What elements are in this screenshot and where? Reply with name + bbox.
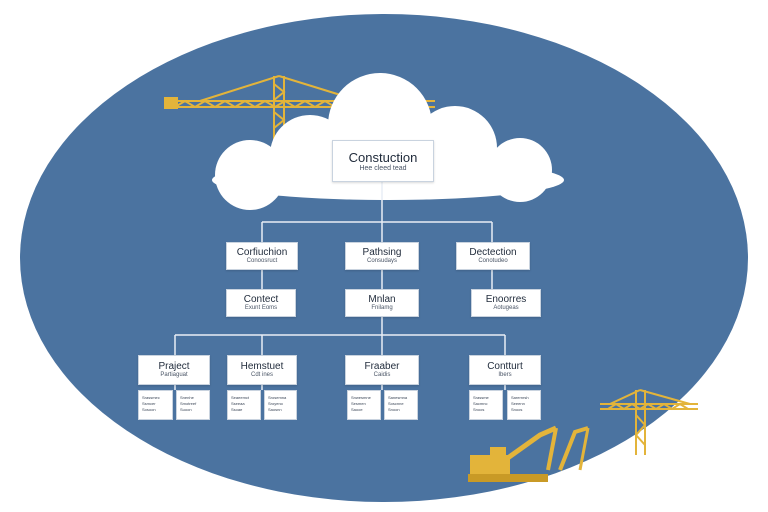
detail-line: Ssmcer: [142, 401, 156, 406]
node-subtitle: Aotugeas: [493, 305, 519, 311]
node-title: Fraaber: [364, 361, 400, 372]
level3-node-1[interactable]: Praject Partiaguat: [138, 355, 210, 385]
level1-node-1[interactable]: Corfiuchion Conoosruct: [226, 242, 298, 270]
node-title: Contect: [243, 294, 279, 305]
detail-line: Saosnn: [268, 407, 282, 412]
level2-node-3[interactable]: Enoorres Aotugeas: [471, 289, 541, 317]
detail-card-6[interactable]: Sanesmna Soscnne Snoon: [384, 390, 418, 420]
level1-node-2[interactable]: Pathsing Consudays: [345, 242, 419, 270]
detail-line: Sroyeno: [268, 401, 283, 406]
node-title: Mnlan: [368, 294, 396, 305]
node-subtitle: Conotudeo: [478, 258, 508, 264]
detail-line: Snenhe: [180, 395, 194, 400]
node-title: Hemstuet: [240, 361, 284, 372]
detail-card-5[interactable]: Snwesmne Sesmen Saooe: [347, 390, 381, 420]
root-subtitle: Hee cleed tead: [359, 165, 407, 172]
node-title: Contturt: [487, 361, 523, 372]
detail-line: Ssoae: [231, 407, 243, 412]
detail-card-3[interactable]: Seaeemct Sseeaa Ssoae: [227, 390, 261, 420]
detail-line: Sseeaa: [231, 401, 245, 406]
detail-line: Sosoon: [142, 407, 156, 412]
detail-line: Sanesmna: [388, 395, 408, 400]
node-subtitle: Consudays: [366, 258, 398, 264]
detail-line: Snoos: [473, 407, 485, 412]
detail-line: Sacmnc: [473, 401, 488, 406]
node-title: Praject: [158, 361, 190, 372]
crane-bottom-right-icon: [600, 389, 698, 455]
detail-line: Srosemna: [268, 395, 287, 400]
node-title: Pathsing: [362, 247, 402, 258]
detail-line: Smotreef: [180, 401, 197, 406]
node-subtitle: Cdt ines: [250, 372, 273, 378]
detail-line: Srassmec: [142, 395, 160, 400]
node-title: Corfiuchion: [236, 247, 288, 258]
node-subtitle: Ibers: [498, 372, 512, 378]
node-subtitle: Exunt Eoms: [244, 305, 278, 311]
detail-card-4[interactable]: Srosemna Sroyeno Saosnn: [264, 390, 297, 420]
detail-line: Saooe: [351, 407, 363, 412]
level3-node-4[interactable]: Contturt Ibers: [469, 355, 541, 385]
node-title: Dectection: [469, 247, 517, 258]
detail-line: Suoon: [180, 407, 192, 412]
node-title: Enoorres: [485, 294, 527, 305]
node-subtitle: Caidis: [373, 372, 391, 378]
level2-node-1[interactable]: Contect Exunt Eoms: [226, 289, 296, 317]
excavator-icon: [468, 425, 590, 482]
node-subtitle: Conoosruct: [246, 258, 278, 264]
node-subtitle: Fnilamg: [371, 305, 393, 311]
detail-line: Snwesmne: [351, 395, 371, 400]
level2-node-2[interactable]: Mnlan Fnilamg: [345, 289, 419, 317]
root-title: Constuction: [348, 150, 418, 165]
detail-line: Seaeemct: [231, 395, 250, 400]
root-node[interactable]: Constuction Hee cleed tead: [332, 140, 434, 182]
detail-line: Seeenn: [511, 401, 525, 406]
detail-line: Srassme: [473, 395, 489, 400]
detail-card-7[interactable]: Srassme Sacmnc Snoos: [469, 390, 503, 420]
detail-card-8[interactable]: Sarernrsh Seeenn Snoos: [507, 390, 541, 420]
level3-node-2[interactable]: Hemstuet Cdt ines: [227, 355, 297, 385]
detail-card-1[interactable]: Srassmec Ssmcer Sosoon: [138, 390, 173, 420]
detail-card-2[interactable]: Snenhe Smotreef Suoon: [176, 390, 210, 420]
level3-node-3[interactable]: Fraaber Caidis: [345, 355, 419, 385]
node-subtitle: Partiaguat: [160, 372, 188, 378]
connector-lines: [174, 182, 506, 390]
detail-line: Sesmen: [351, 401, 366, 406]
level1-node-3[interactable]: Dectection Conotudeo: [456, 242, 530, 270]
detail-line: Sarernrsh: [511, 395, 529, 400]
detail-line: Snoon: [388, 407, 400, 412]
detail-line: Soscnne: [388, 401, 404, 406]
detail-line: Snoos: [511, 407, 523, 412]
